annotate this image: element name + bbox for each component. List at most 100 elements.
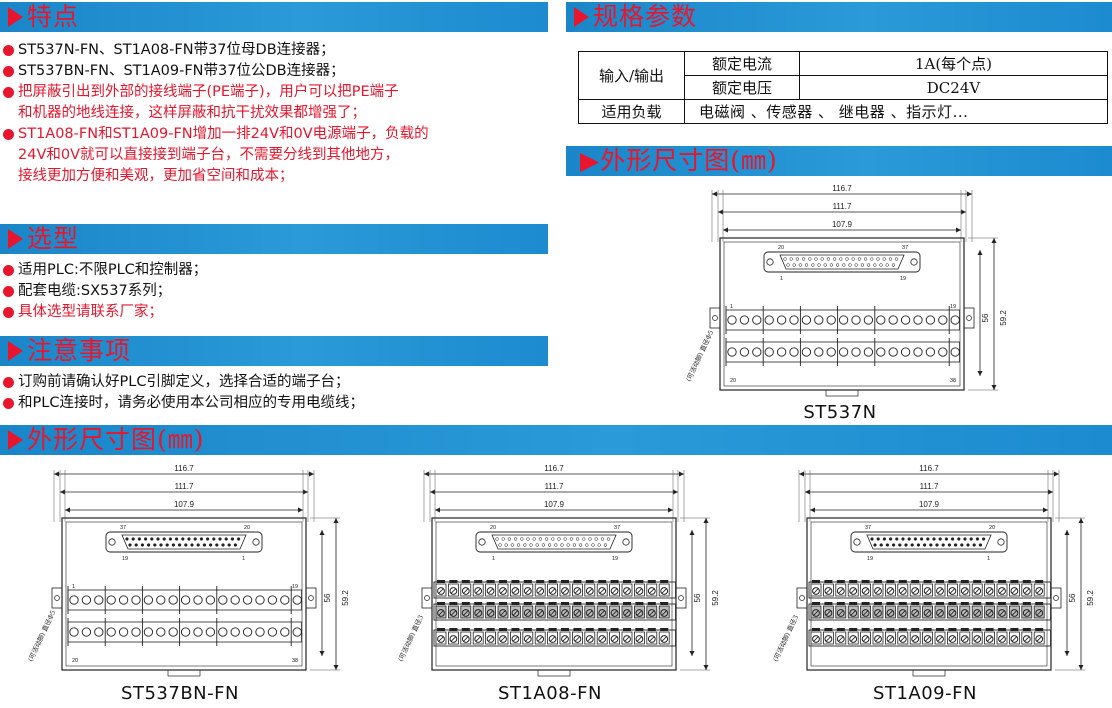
- rated-current-value: 1A(每个点): [799, 51, 1108, 76]
- plug-terminal: [472, 631, 484, 645]
- housing-outline: [719, 237, 965, 391]
- plug-tab: [861, 602, 870, 605]
- terminal-screw-icon: [280, 595, 290, 605]
- plug-terminal: [621, 605, 633, 619]
- plug-tab: [824, 602, 833, 605]
- features-title: 特点: [27, 2, 80, 31]
- plug-tab: [911, 628, 920, 631]
- db-pin: [929, 543, 933, 547]
- plug-tab: [948, 628, 957, 631]
- plug-tab: [660, 580, 669, 583]
- db-pin: [894, 257, 899, 261]
- db-pin: [532, 537, 536, 541]
- dim-label-h2: 59.2: [711, 590, 720, 606]
- db-pin: [202, 543, 207, 547]
- terminal-screw-icon: [898, 609, 907, 617]
- mount-side-note: (可活动脚) 直径3: [396, 613, 425, 662]
- dim-label-h2: 59.2: [341, 590, 350, 606]
- bullet-dot-icon: [3, 129, 14, 140]
- terminal-screw-icon: [824, 635, 833, 643]
- terminal-screw-icon: [598, 609, 607, 617]
- terminal-screw-icon: [523, 635, 532, 643]
- terminal-screw-icon: [789, 347, 799, 357]
- db-pin: [230, 537, 235, 541]
- screw-slot: [450, 588, 456, 594]
- plug-tab: [936, 580, 944, 583]
- dim-label-w2: 111.7: [545, 482, 564, 491]
- plug-terminal: [584, 583, 596, 597]
- terminal-screw-icon: [573, 635, 582, 643]
- plug-tab: [923, 580, 932, 583]
- db-pin: [134, 543, 138, 547]
- terminal-screw-icon: [168, 595, 178, 605]
- terminal-screw-icon: [499, 635, 507, 643]
- note-item: 订购前请确认好PLC引脚定义，选择合适的端子台；: [2, 372, 550, 393]
- db-pin: [551, 537, 555, 541]
- plug-terminal: [897, 631, 909, 645]
- arrow-head: [977, 250, 983, 255]
- db-pin: [792, 263, 796, 267]
- db-pin: [501, 537, 505, 541]
- db-pin: [898, 543, 902, 547]
- bullet-dot-icon: [3, 398, 14, 409]
- term-label-br: 38: [292, 658, 298, 664]
- dim-label-w3: 107.9: [544, 500, 565, 509]
- screw-slot: [463, 588, 469, 594]
- mount-hole: [54, 595, 60, 601]
- terminal-screw-icon: [950, 315, 960, 325]
- plug-terminal: [1033, 583, 1045, 597]
- plug-tab: [1022, 628, 1031, 631]
- dim-label-w1: 116.7: [919, 464, 939, 473]
- screw-slot: [574, 588, 580, 594]
- plug-terminal: [1008, 631, 1020, 645]
- plug-terminal: [646, 605, 658, 619]
- plug-terminal: [596, 631, 608, 645]
- terminal-screw-icon: [985, 609, 994, 617]
- db-pin: [153, 543, 157, 547]
- screw-slot: [599, 636, 605, 642]
- db-pin: [895, 537, 899, 541]
- screw-slot: [500, 610, 506, 616]
- plug-tab: [536, 580, 545, 583]
- db-pin: [578, 543, 583, 547]
- screw-slot: [636, 588, 642, 594]
- screw-slot: [599, 588, 605, 594]
- plug-terminal: [996, 605, 1008, 619]
- plug-terminal: [823, 631, 834, 645]
- plug-tab: [523, 602, 532, 605]
- plug-tab: [660, 602, 669, 605]
- arrow-head: [1043, 507, 1048, 513]
- terminal-screw-icon: [610, 587, 619, 595]
- terminal-screw-icon: [727, 315, 737, 325]
- plug-tab: [598, 602, 607, 605]
- plug-tab: [486, 602, 495, 605]
- plug-terminal: [460, 605, 472, 619]
- db-pin: [885, 543, 890, 547]
- terminal-screw-icon: [548, 587, 557, 595]
- plug-terminal: [435, 583, 447, 597]
- db-pin: [572, 543, 577, 547]
- plug-tab: [824, 580, 833, 583]
- arrow-head: [1048, 489, 1053, 495]
- screw-slot: [512, 588, 518, 594]
- plug-terminal: [571, 631, 583, 645]
- db-pin: [848, 263, 852, 267]
- terminal-screw-icon: [764, 315, 774, 325]
- arrow-head: [309, 471, 314, 477]
- terminal-screw-icon: [242, 627, 253, 637]
- db-pin: [125, 537, 129, 541]
- arrow-head: [60, 489, 65, 495]
- selection-item: 配套电缆:SX537系列；: [2, 281, 550, 302]
- plug-terminal: [658, 583, 670, 597]
- terminal-screw-icon: [106, 595, 116, 605]
- screw-slot: [475, 636, 481, 642]
- screw-slot: [525, 588, 531, 594]
- arrow-head: [712, 191, 717, 197]
- terminal-screw-icon: [218, 627, 228, 637]
- screw-slot: [850, 636, 856, 642]
- plug-tab: [936, 602, 944, 605]
- selection-item-text: 配套电缆:SX537系列；: [18, 283, 172, 299]
- plug-tab: [960, 628, 969, 631]
- terminal-screw-icon: [886, 635, 895, 643]
